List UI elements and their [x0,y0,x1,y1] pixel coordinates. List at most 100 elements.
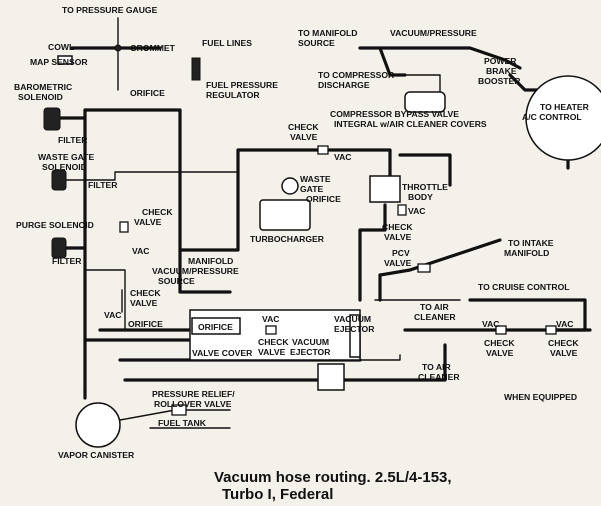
hose-compressor [358,46,407,77]
label-check-right-1b: VALVE [486,348,514,358]
label-relief-2: ROLLOVER VALVE [154,399,232,409]
label-to-manifold-2: SOURCE [298,38,335,48]
label-check-right-1a: CHECK [484,338,515,348]
label-purge-sol: PURGE SOLENOID [16,220,94,230]
label-check-valve-mid-1: CHECK [382,222,413,232]
label-check-valve-2: VALVE [134,217,162,227]
label-check-valve-box-2: VALVE [258,347,286,357]
hose-lower-long [123,343,447,382]
fuel-pressure-regulator-icon [191,57,201,81]
label-vac-box: VAC [262,314,280,324]
label-filter-2: FILTER [88,180,118,190]
labels: TO PRESSURE GAUGE COWL GROMMET FUEL LINE… [14,5,590,460]
turbocharger-icon [259,199,311,231]
label-vacuum-ejector-2a: VACUUM [292,337,329,347]
label-cowl: COWL [48,42,74,52]
vapor-canister-icon [75,402,121,448]
caption-line-2: Turbo I, Federal [222,486,333,503]
map-sensor-icon [57,55,73,65]
label-filter-1: FILTER [58,135,88,145]
label-fuel-reg-2: REGULATOR [206,90,260,100]
label-intake-2: MANIFOLD [504,248,549,258]
label-bypass-1: COMPRESSOR BYPASS VALVE [330,109,459,119]
label-fuel-tank: FUEL TANK [158,418,207,428]
hose-orifice-top [83,108,182,244]
label-air-cleaner-2a: TO AIR [422,362,451,372]
bypass-valve-icon [404,91,446,113]
label-manifold-vs-2: VACUUM/PRESSURE [152,266,239,276]
lower-ejector-box [317,363,345,391]
label-waste-gate-sol-2: SOLENOID [42,162,87,172]
label-barometric-2: SOLENOID [18,92,63,102]
throttle-body-icon [369,175,401,203]
label-air-cleaner-1b: CLEANER [414,312,456,322]
vacuum-ejector-box [349,314,361,358]
label-heater-2: A/C CONTROL [522,112,582,122]
label-compressor-2: DISCHARGE [318,80,370,90]
components [43,44,601,448]
hose-pcv [378,238,502,302]
hose-top-loop [236,148,392,178]
label-cruise: TO CRUISE CONTROL [478,282,570,292]
label-vacuum-ejector-1b: EJECTOR [334,324,375,334]
label-check-valve-box-1: CHECK [258,337,289,347]
label-brake-3: BOOSTER [478,76,521,86]
label-bypass-2: INTEGRAL w/AIR CLEANER COVERS [334,119,487,129]
pcv-valve-icon [417,263,431,273]
brake-booster-icon [525,75,601,161]
label-vac-mid: VAC [408,206,426,216]
label-waste-gate-3: ORIFICE [306,194,341,204]
label-brake-2: BRAKE [486,66,517,76]
label-map-sensor: MAP SENSOR [30,57,88,67]
label-check-right-2a: CHECK [548,338,579,348]
label-vacuum-ejector-2b: EJECTOR [290,347,331,357]
label-orifice-top: ORIFICE [130,88,165,98]
label-pcv-1: PCV [392,248,410,258]
label-waste-gate-1: WASTE [300,174,331,184]
check-valve-right1-icon [495,325,507,335]
label-vac-top: VAC [334,152,352,162]
label-valve-cover: VALVE COVER [192,348,253,358]
label-vac-2: VAC [104,310,122,320]
purge-solenoid-icon [51,237,67,259]
label-check-valve-top-2: VALVE [290,132,318,142]
hose-throttle-right [398,153,452,187]
hose-waste-gate-sol [64,171,237,181]
check-valve-mid-icon [397,204,407,216]
label-pcv-2: VALVE [384,258,412,268]
label-check-valve-3b: VALVE [130,298,158,308]
label-vac-pressure: VACUUM/PRESSURE [390,28,477,38]
label-brake-1: POWER [484,56,517,66]
barometric-solenoid-icon [43,107,61,131]
label-throttle-2: BODY [408,192,433,202]
label-when-equipped: WHEN EQUIPPED [504,392,577,402]
label-filter-3: FILTER [52,256,82,266]
hose-check-mid [358,203,387,302]
label-intake-1: TO INTAKE [508,238,554,248]
label-canister: VAPOR CANISTER [58,450,135,460]
hose-purge-right [84,269,126,331]
label-manifold-vs-1: MANIFOLD [188,256,233,266]
label-air-cleaner-1a: TO AIR [420,302,449,312]
hose-manifold-top [378,46,522,70]
grommet-icon [114,44,122,52]
label-vacuum-ejector-1a: VACUUM [334,314,371,324]
label-check-right-2b: VALVE [550,348,578,358]
caption-line-1: Vacuum hose routing. 2.5L/4-153, [214,469,452,486]
hose-top-to-left [178,152,240,252]
label-orifice-left: ORIFICE [128,319,163,329]
label-check-valve-top-1: CHECK [288,122,319,132]
label-waste-gate-sol-1: WASTE GATE [38,152,94,162]
rollover-valve-icon [171,404,187,416]
label-throttle-1: THROTTLE [402,182,448,192]
hose-manifold-source [178,240,232,294]
waste-gate-icon [281,177,299,195]
orifice-box [191,317,241,335]
check-valve-box-icon [265,325,277,335]
label-compressor-1: TO COMPRESSOR [318,70,395,80]
label-fuel-reg-1: FUEL PRESSURE [206,80,278,90]
label-check-valve-mid-2: VALVE [384,232,412,242]
label-manifold-vs-3: SOURCE [158,276,195,286]
